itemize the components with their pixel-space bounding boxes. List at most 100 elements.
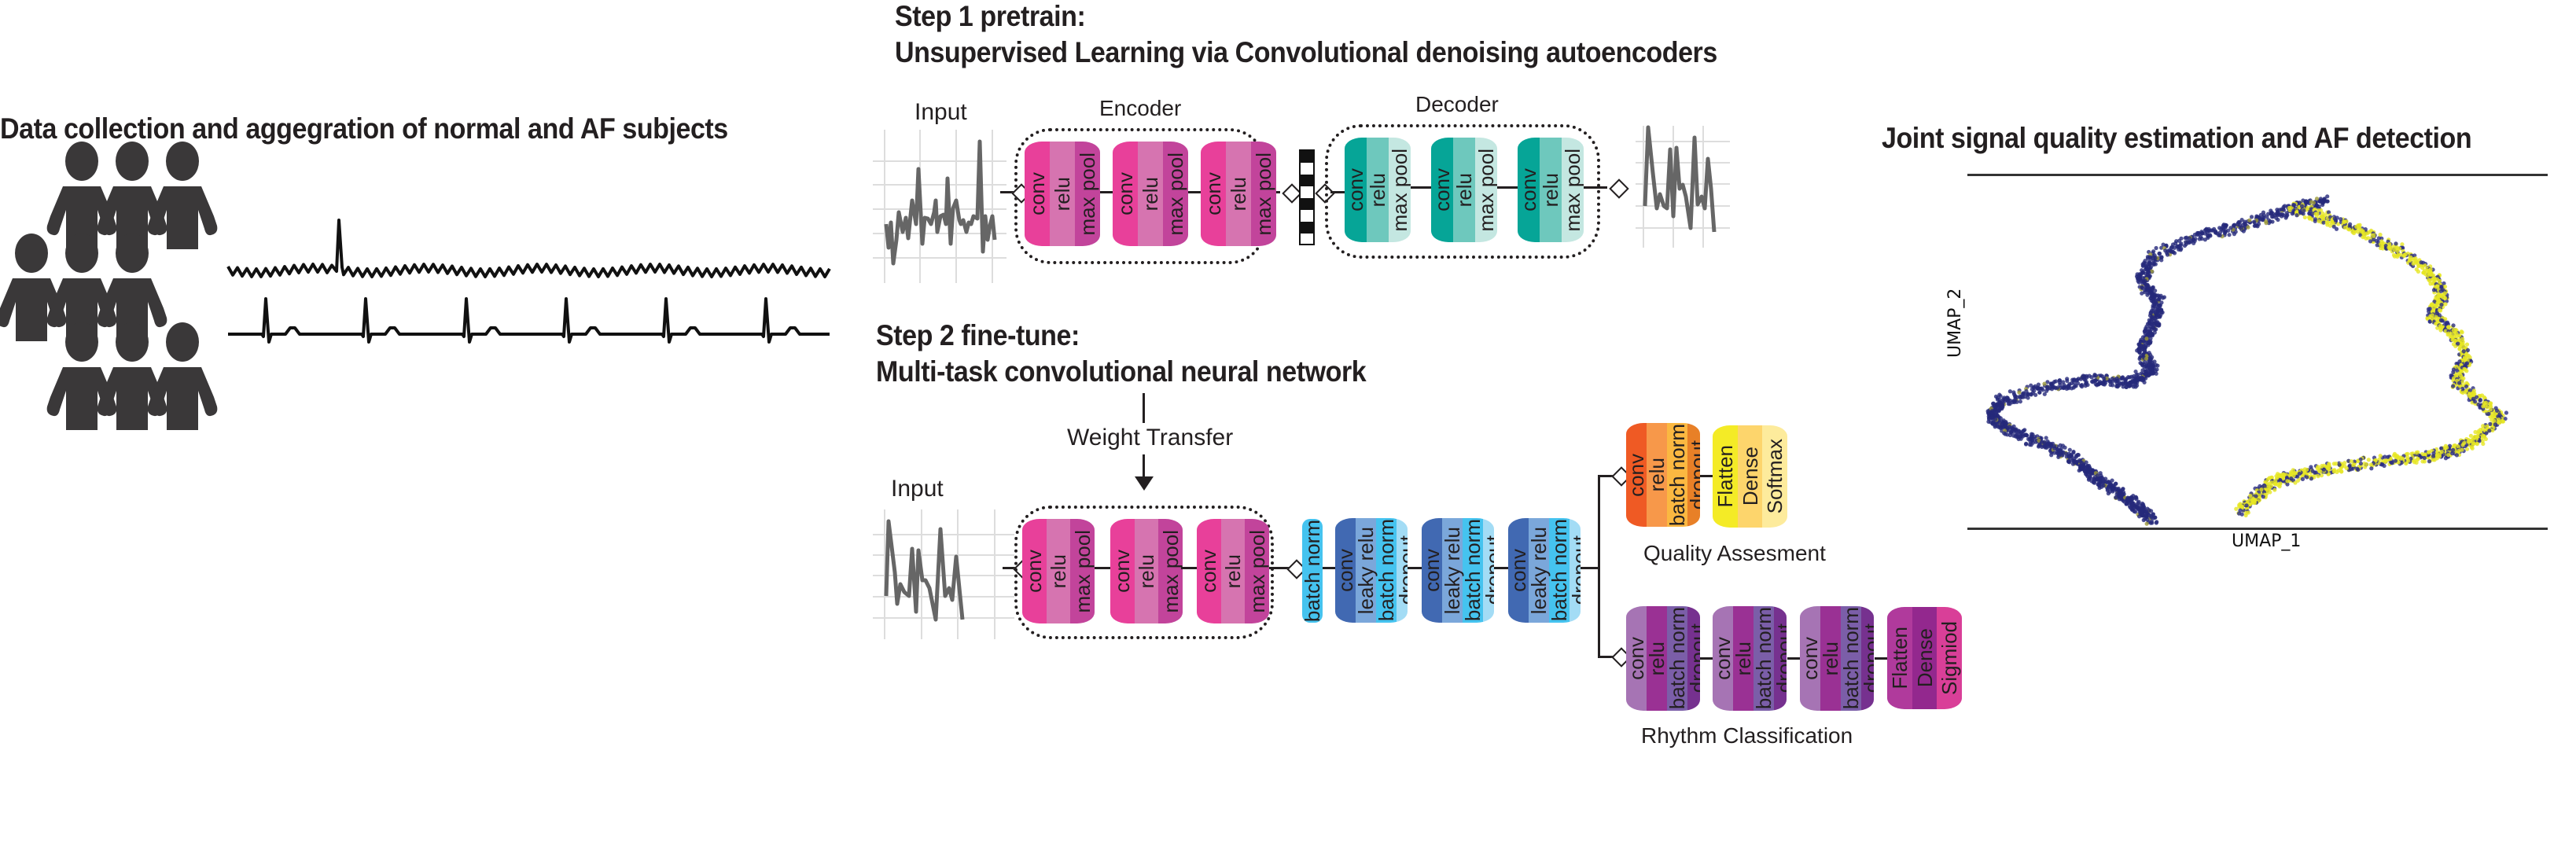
scatter-point-cluster-yellow	[2454, 453, 2460, 458]
scatter-point-cluster-yellow	[2462, 366, 2467, 371]
scatter-point-cluster-navy	[2115, 383, 2120, 388]
step1-input-label: Input	[914, 99, 967, 125]
scatter-point-cluster-navy	[2012, 399, 2017, 403]
scatter-point-cluster-navy	[2206, 234, 2210, 239]
scatter-point-cluster-navy	[2062, 383, 2066, 388]
y-axis-label: UMAP_2	[1945, 288, 1965, 358]
layer-conv: conv	[1431, 138, 1454, 242]
layer-dropout: dropout	[1395, 518, 1408, 623]
scatter-point-cluster-yellow	[2269, 480, 2274, 485]
step1-input-signal	[873, 130, 1006, 283]
scatter-point-cluster-yellow	[2460, 330, 2464, 335]
scatter-point-cluster-navy	[2044, 445, 2049, 451]
connector	[1787, 657, 1800, 660]
step1-title: Step 1 pretrain:	[895, 0, 1086, 32]
scatter-point-cluster-yellow	[2310, 469, 2315, 473]
scatter-point-cluster-yellow	[2383, 459, 2388, 465]
layer-leaky-relu: leaky relu	[1441, 518, 1464, 623]
scatter-point-cluster-navy	[2136, 276, 2140, 281]
layer-conv: conv	[1025, 142, 1050, 246]
scatter-point-cluster-navy	[2084, 381, 2088, 386]
scatter-point-cluster-navy	[2281, 207, 2286, 211]
scatter-point-cluster-navy	[2110, 377, 2114, 381]
scatter-point-cluster-navy	[2140, 278, 2145, 284]
scatter-point-cluster-yellow	[2465, 348, 2471, 352]
scatter-point-cluster-yellow	[2302, 215, 2307, 220]
scatter-point-cluster-yellow	[2430, 313, 2434, 318]
scatter-point-cluster-yellow	[2402, 252, 2407, 257]
scatter-point-cluster-yellow	[2466, 440, 2471, 444]
layer-batch-norm: batch norm	[1374, 518, 1398, 623]
scatter-point-cluster-yellow	[2469, 444, 2475, 449]
scatter-point-cluster-navy	[2175, 244, 2180, 248]
layer-label: max pool	[1561, 148, 1584, 232]
scatter-point-cluster-navy	[2017, 429, 2022, 434]
layer-label: relu	[1227, 176, 1250, 211]
scatter-point-cluster-navy	[2142, 329, 2147, 334]
scatter-point-cluster-yellow	[2422, 455, 2427, 461]
scatter-point-cluster-navy	[2284, 214, 2289, 219]
layer-conv: conv	[1022, 519, 1047, 623]
scatter-point-cluster-navy	[2136, 372, 2140, 377]
scatter-point-cluster-navy	[1998, 394, 2003, 399]
scatter-point-cluster-yellow	[2332, 468, 2337, 473]
scatter-point-cluster-yellow	[2292, 203, 2297, 208]
scatter-point-cluster-yellow	[2297, 471, 2302, 476]
scatter-point-cluster-navy	[2137, 346, 2142, 351]
scatter-point-cluster-navy	[1993, 407, 1998, 412]
layer-relu: relu	[1366, 138, 1389, 242]
scatter-point-cluster-navy	[2132, 509, 2136, 513]
scatter-point-cluster-yellow	[2492, 418, 2497, 423]
scatter-point-cluster-navy	[2149, 326, 2154, 332]
scatter-point-cluster-navy	[2174, 239, 2179, 244]
scatter-point-cluster-yellow	[2243, 510, 2249, 515]
layer-conv: conv	[1422, 518, 1444, 623]
layer-dropout: dropout	[1568, 518, 1581, 623]
layer-relu: relu	[1138, 142, 1163, 246]
layer-relu: relu	[1050, 142, 1075, 246]
scatter-point-cluster-yellow	[2440, 318, 2445, 323]
layer-label: leaky relu	[1441, 526, 1464, 615]
scatter-point-cluster-yellow	[2442, 296, 2448, 301]
layer-label: conv	[1518, 168, 1540, 211]
scatter-point-cluster-navy	[2148, 256, 2153, 261]
layer-batch-norm: batch norm	[1752, 606, 1776, 711]
bottleneck-code	[1299, 149, 1315, 245]
layer-conv: conv	[1197, 519, 1221, 623]
scatter-point-cluster-navy	[2139, 371, 2144, 376]
scatter-point-cluster-yellow	[2443, 456, 2449, 461]
scatter-point-cluster-yellow	[2300, 476, 2306, 481]
connector	[1003, 567, 1022, 569]
scatter-point-cluster-navy	[2137, 343, 2142, 348]
scatter-point-cluster-navy	[1998, 403, 2003, 408]
layer-relu: relu	[1452, 138, 1476, 242]
scatter-point-cluster-navy	[2150, 520, 2155, 525]
scatter-point-cluster-navy	[2282, 204, 2287, 208]
layer-relu: relu	[1645, 423, 1669, 527]
layer-conv: conv	[1508, 518, 1530, 623]
branch-line	[1598, 475, 1600, 657]
scatter-point-cluster-navy	[2085, 464, 2090, 469]
connector	[1181, 567, 1197, 569]
scatter-point-cluster-yellow	[2420, 459, 2425, 464]
scatter-point-cluster-navy	[2135, 376, 2140, 381]
umap-title: Joint signal quality estimation and AF d…	[1882, 122, 2472, 154]
scatter-point-cluster-navy	[2202, 237, 2207, 242]
scatter-point-cluster-yellow	[2451, 328, 2456, 333]
scatter-point-cluster-navy	[2170, 242, 2176, 247]
scatter-point-cluster-yellow	[2461, 349, 2466, 354]
layer-label: max pool	[1474, 148, 1497, 232]
scatter-point-cluster-navy	[2113, 481, 2118, 486]
scatter-point-cluster-navy	[2158, 307, 2164, 313]
scatter-point-cluster-navy	[2065, 377, 2070, 381]
scatter-point-cluster-navy	[2146, 360, 2151, 366]
layer-label: dropout	[1481, 535, 1494, 605]
layer-label: conv	[1422, 549, 1444, 592]
layer-label: dropout	[1686, 440, 1700, 510]
scatter-point-cluster-navy	[2155, 322, 2159, 326]
scatter-point-cluster-yellow	[2473, 399, 2478, 404]
scatter-point-cluster-yellow	[2394, 241, 2398, 246]
scatter-point-cluster-navy	[2154, 311, 2158, 315]
